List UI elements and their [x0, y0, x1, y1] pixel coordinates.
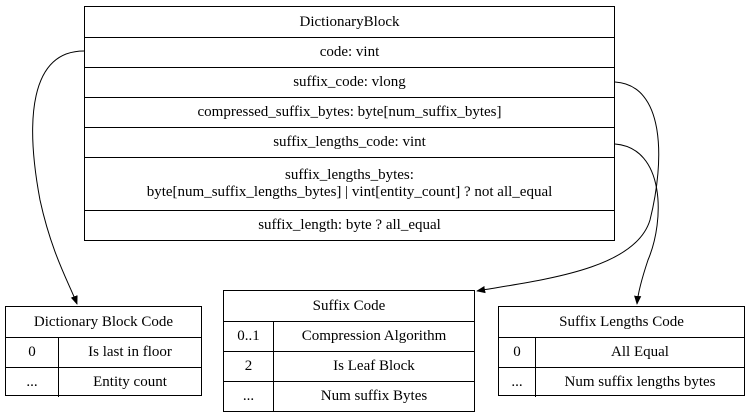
bits-cell: ...: [26, 374, 38, 390]
suffix-code-title: Suffix Code: [312, 297, 386, 314]
dictionary-block-code-table: Dictionary Block Code 0 Is last in floor…: [5, 306, 202, 397]
meaning-cell: Num suffix lengths bytes: [535, 368, 744, 397]
field-code: code: vint: [319, 44, 380, 60]
bits-cell: 0: [513, 344, 521, 360]
table-row: 0 Is last in floor: [6, 337, 201, 367]
bits-cell: ...: [511, 374, 523, 390]
meaning-cell: Is Leaf Block: [273, 352, 474, 381]
meaning-cell: Is last in floor: [58, 338, 201, 367]
suffix-lengths-code-title: Suffix Lengths Code: [559, 313, 684, 330]
field-suffix-lengths-bytes-line2: byte[num_suffix_lengths_bytes] | vint[en…: [146, 184, 553, 200]
table-row: 0 All Equal: [499, 337, 744, 367]
table-row: 2 Is Leaf Block: [224, 351, 474, 381]
field-suffix-lengths-code: suffix_lengths_code: vint: [273, 134, 426, 150]
table-row: ... Entity count: [6, 367, 201, 397]
dictionary-block-code-title: Dictionary Block Code: [33, 313, 174, 330]
bits-cell: 2: [244, 358, 253, 374]
field-compressed-suffix-bytes: compressed_suffix_bytes: byte[num_suffix…: [197, 104, 502, 120]
field-suffix-lengths-bytes: suffix_lengths_bytes: byte[num_suffix_le…: [85, 158, 614, 210]
table-row: ... Num suffix Bytes: [224, 381, 474, 411]
meaning-cell: Num suffix Bytes: [273, 382, 474, 411]
bits-cell: ...: [242, 388, 255, 404]
dictionary-block-title: DictionaryBlock: [299, 13, 400, 30]
bits-cell: 0: [28, 344, 36, 360]
meaning-cell: All Equal: [535, 338, 744, 367]
suffix-lengths-code-table: Suffix Lengths Code 0 All Equal ... Num …: [498, 306, 745, 397]
table-row: 0..1 Compression Algorithm: [224, 321, 474, 351]
meaning-cell: Compression Algorithm: [273, 322, 474, 351]
table-row: ... Num suffix lengths bytes: [499, 367, 744, 397]
bits-cell: 0..1: [237, 328, 260, 344]
edge-suffix-code-to-suffix-code-table: [476, 81, 660, 294]
dictionary-block-record: DictionaryBlock code: vint suffix_code: …: [84, 6, 615, 241]
meaning-cell: Entity count: [58, 368, 201, 397]
edge-suffix-lengths-code-to-suffix-lengths-code-table: [614, 143, 659, 305]
edge-code-to-dictionary-block-code: [32, 50, 85, 305]
field-suffix-code: suffix_code: vlong: [293, 74, 406, 90]
suffix-code-table: Suffix Code 0..1 Compression Algorithm 2…: [223, 290, 475, 412]
field-suffix-lengths-bytes-line1: suffix_lengths_bytes:: [285, 167, 414, 183]
field-suffix-length: suffix_length: byte ? all_equal: [258, 217, 441, 233]
